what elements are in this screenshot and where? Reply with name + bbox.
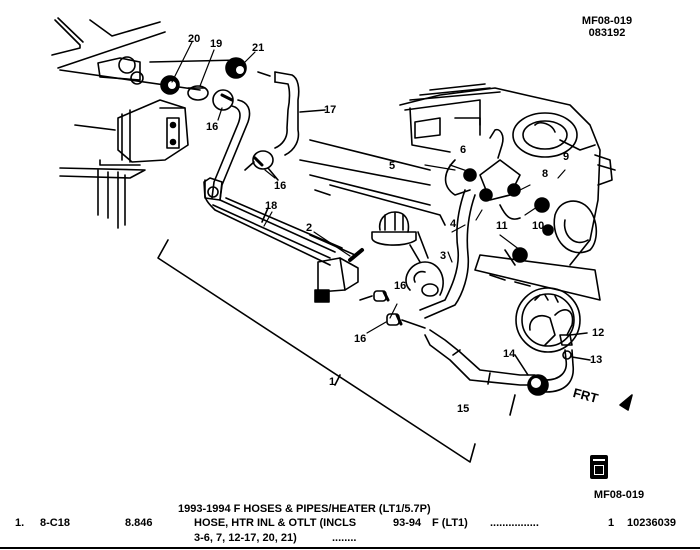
figure-date: 083192 — [588, 27, 626, 39]
callout-6: 6 — [460, 144, 467, 156]
description-line1: HOSE, HTR INL & OTLT (INCLS — [194, 517, 357, 529]
harmonic-balancer — [474, 249, 601, 353]
clamp-16-mid — [244, 150, 279, 181]
section-title: 1993-1994 F HOSES & PIPES/HEATER (LT1/5.… — [178, 503, 431, 515]
callout-19: 21 — [252, 42, 265, 54]
exploded-diagram — [51, 17, 633, 463]
callout-16-mid: 16 — [274, 180, 287, 192]
bracket-bolt — [309, 234, 364, 303]
callout-12: 12 — [592, 327, 605, 339]
callout-1: 1 — [329, 376, 336, 388]
part-number: 10236039 — [627, 517, 676, 529]
figure-code: MF08-019 — [581, 15, 633, 27]
description-dots: ........ — [332, 532, 357, 544]
model: F (LT1) — [432, 517, 468, 529]
engine-block — [299, 83, 616, 266]
fittings-12-14 — [514, 309, 591, 396]
callout-3: 3 — [440, 250, 447, 262]
group-number: 8.846 — [125, 517, 153, 529]
pipe-3 — [405, 189, 476, 319]
callout-16-low: 16 — [354, 333, 367, 345]
clamp-16-lower — [359, 290, 426, 329]
callout-16-pipe: 16 — [394, 280, 407, 292]
figure-code-bottom: MF08-019 — [593, 489, 645, 501]
callout-14: 14 — [503, 348, 516, 360]
quantity: 1 — [608, 517, 615, 529]
callout-20: 17 — [324, 104, 337, 116]
manual-page-icon — [590, 455, 608, 479]
leader-lines — [171, 41, 566, 334]
description-line2: 3-6, 7, 12-17, 20, 21) — [194, 532, 297, 544]
callout-13: 13 — [590, 354, 603, 366]
hose-21-pipes — [203, 99, 343, 266]
leader-dots: ................ — [490, 517, 539, 529]
callout-2: 2 — [306, 222, 313, 234]
heater-case — [59, 99, 189, 229]
callout-18: 20 — [188, 33, 201, 45]
firewall-structure — [51, 17, 201, 166]
model-years: 93-94 — [393, 517, 422, 529]
callout-10: 10 — [532, 220, 545, 232]
callout-17: 19 — [210, 38, 223, 50]
hose-15 — [424, 329, 536, 416]
callout-15: 15 — [457, 403, 470, 415]
oil-filler-cap — [371, 211, 429, 263]
item-number: 1. — [15, 517, 25, 529]
callout-16-top: 16 — [206, 121, 219, 133]
footer-rule — [0, 547, 700, 549]
callout-5: 5 — [389, 160, 396, 172]
assembly-bracket-1 — [157, 239, 476, 463]
callout-11: 11 — [496, 220, 508, 232]
location-code: 8-C18 — [40, 517, 70, 529]
front-arrow — [619, 394, 633, 411]
callout-8: 8 — [542, 168, 549, 180]
callout-9: 9 — [563, 151, 570, 163]
callout-21: 18 — [265, 200, 278, 212]
callout-4: 4 — [450, 218, 457, 230]
upper-clamps — [149, 57, 271, 111]
hose-20 — [274, 71, 326, 156]
